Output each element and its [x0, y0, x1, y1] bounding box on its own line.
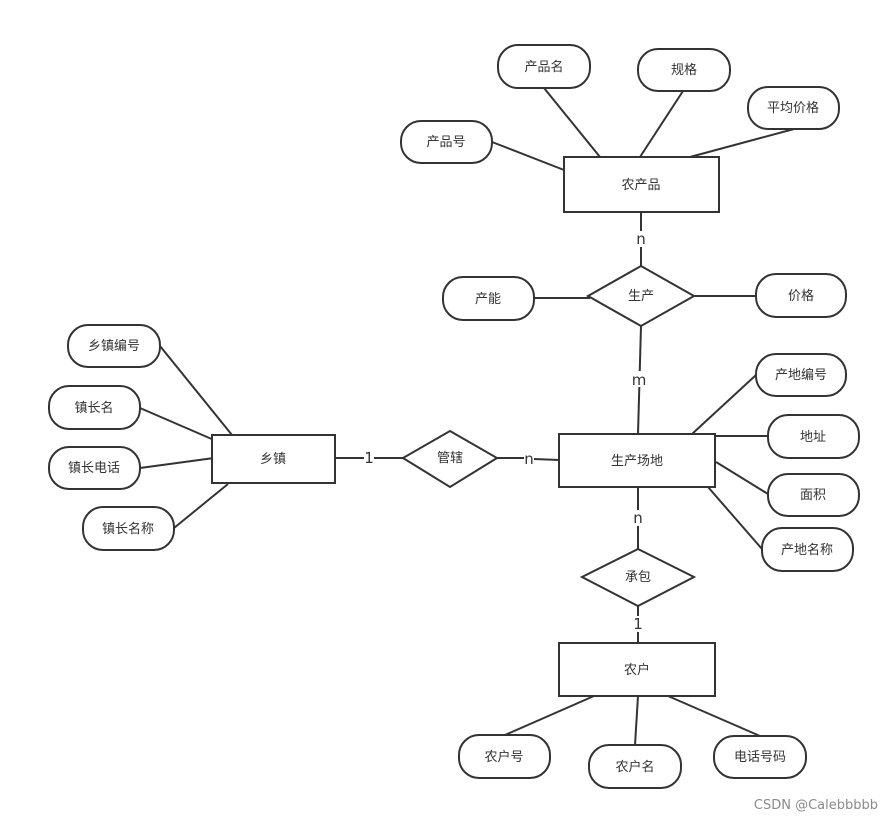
connectors — [139, 87, 795, 746]
entity-product: 农产品 — [563, 156, 720, 213]
entity-town-label: 乡镇 — [260, 452, 286, 467]
edge-farmer-phone — [667, 695, 761, 737]
attribute-town-no-label: 乡镇编号 — [88, 339, 140, 354]
edge-site-no — [691, 374, 757, 435]
edge-farmer-no — [504, 695, 595, 736]
attribute-area-label: 面积 — [800, 488, 826, 503]
attribute-spec: 规格 — [637, 48, 731, 92]
entity-farmer: 农户 — [558, 642, 716, 697]
edge-site-sitename — [707, 486, 763, 550]
attribute-phone: 电话号码 — [713, 735, 807, 779]
attribute-mayor-title-label: 镇长名称 — [102, 521, 154, 537]
relationship-produce-label: 生产 — [628, 289, 654, 304]
relationship-produce: 生产 — [585, 264, 697, 328]
attribute-farmer-name: 农户名 — [588, 744, 682, 789]
attribute-farmer-no-label: 农户号 — [484, 749, 523, 765]
edge-mayor-name — [139, 407, 215, 441]
cardinality-contract-farmer: 1 — [633, 615, 643, 633]
attribute-mayor-phone-label: 镇长电话 — [68, 461, 120, 476]
attribute-area: 面积 — [767, 473, 860, 517]
cardinality-product-produce: n — [636, 230, 646, 248]
attribute-price: 价格 — [755, 273, 847, 318]
cardinality-produce-site: m — [632, 371, 647, 389]
edge-product-name — [543, 87, 601, 158]
attribute-phone-label: 电话号码 — [734, 750, 786, 765]
attribute-product-name-label: 产品名 — [524, 59, 563, 75]
edge-mayor-phone — [139, 457, 215, 469]
cardinality-site-contract: n — [633, 509, 643, 527]
entity-product-label: 农产品 — [621, 178, 660, 193]
attribute-mayor-name: 镇长名 — [48, 385, 141, 430]
edge-govern-site-b — [533, 458, 560, 461]
attribute-price-label: 价格 — [788, 288, 814, 304]
cardinality-town-govern: 1 — [364, 449, 374, 467]
edge-site-area — [715, 461, 769, 495]
entity-site: 生产场地 — [558, 433, 716, 488]
attribute-farmer-name-label: 农户名 — [615, 759, 654, 775]
attribute-avg-price-label: 平均价格 — [767, 100, 819, 116]
attribute-product-name: 产品名 — [497, 44, 591, 89]
relationship-contract-label: 承包 — [625, 570, 651, 585]
cardinality-govern-site: n — [524, 450, 534, 468]
relationship-govern: 管辖 — [401, 429, 499, 489]
attribute-mayor-title: 镇长名称 — [82, 506, 175, 551]
attribute-avg-price: 平均价格 — [747, 86, 840, 130]
attribute-town-no: 乡镇编号 — [67, 324, 161, 368]
attribute-mayor-phone: 镇长电话 — [48, 446, 141, 490]
attribute-product-no-label: 产品号 — [426, 135, 465, 150]
entity-site-label: 生产场地 — [611, 454, 663, 469]
edge-product-no — [491, 141, 565, 171]
attribute-address-label: 地址 — [800, 430, 826, 445]
watermark-text: CSDN @Calebbbbb — [753, 798, 878, 813]
entity-farmer-label: 农户 — [624, 662, 650, 678]
attribute-site-no-label: 产地编号 — [775, 368, 827, 383]
relationship-govern-label: 管辖 — [437, 450, 463, 466]
attribute-site-no: 产地编号 — [755, 353, 847, 397]
attribute-mayor-name-label: 镇长名 — [74, 400, 113, 416]
edge-mayor-title — [173, 483, 229, 529]
edge-town-no — [159, 345, 233, 436]
entity-town: 乡镇 — [211, 434, 336, 484]
attribute-capacity: 产能 — [442, 276, 535, 321]
attribute-spec-label: 规格 — [671, 62, 697, 78]
edge-product-avgprice — [689, 128, 795, 158]
cardinality-labels: n m 1 n n 1 — [364, 230, 649, 633]
attribute-site-name-label: 产地名称 — [781, 542, 833, 558]
edge-product-spec — [639, 90, 684, 158]
edge-farmer-name — [634, 695, 639, 746]
relationship-contract: 承包 — [579, 547, 697, 608]
attribute-farmer-no: 农户号 — [458, 734, 551, 779]
attribute-capacity-label: 产能 — [475, 292, 501, 307]
attribute-address: 地址 — [767, 414, 860, 459]
attribute-site-name: 产地名称 — [761, 527, 854, 572]
attribute-product-no: 产品号 — [400, 120, 493, 164]
